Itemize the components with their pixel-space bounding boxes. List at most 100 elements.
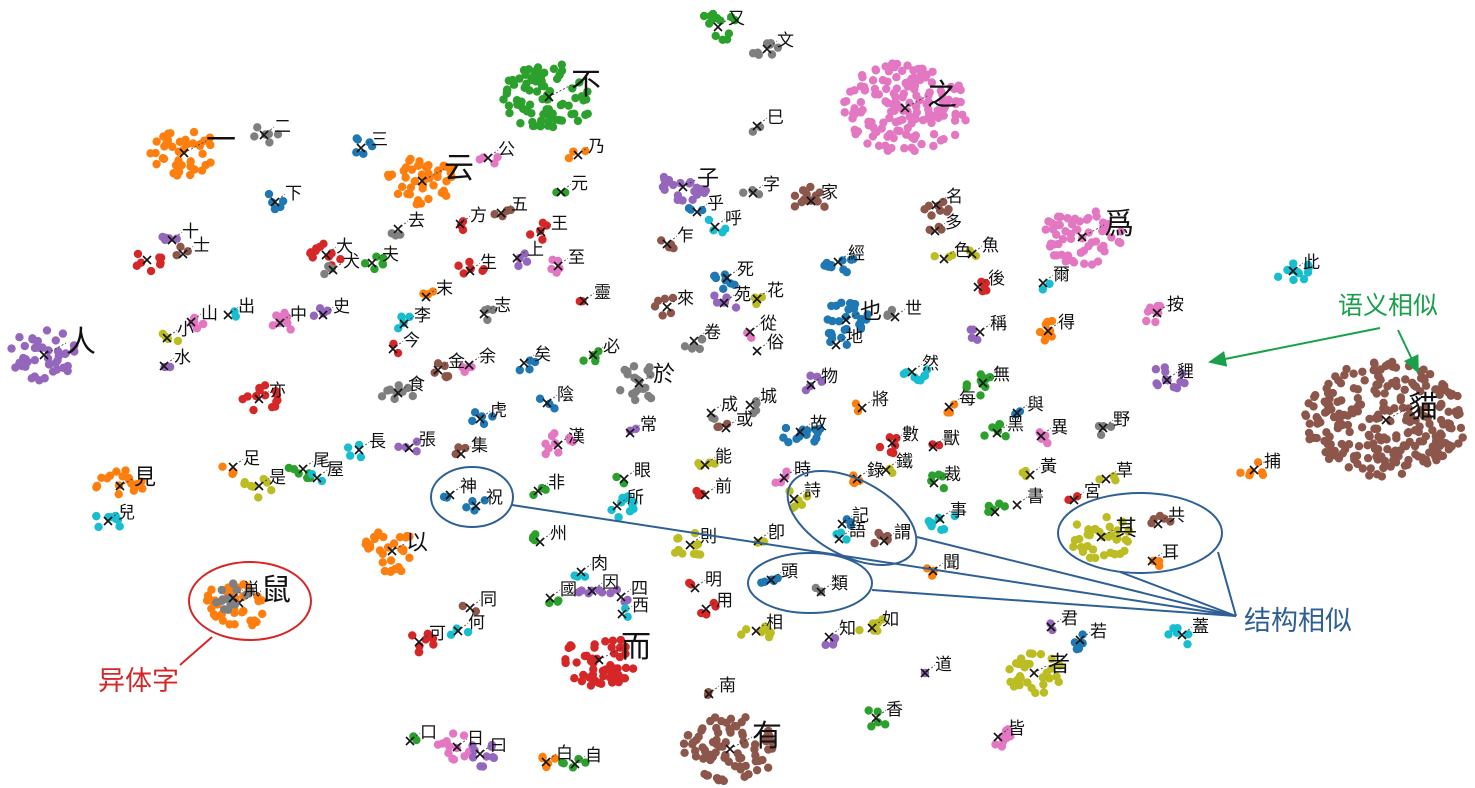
data-point xyxy=(445,742,454,751)
semantic-arrow-to-li xyxy=(1208,327,1381,367)
data-point xyxy=(459,731,469,740)
data-point xyxy=(834,317,844,326)
data-point xyxy=(874,141,884,150)
cluster-此 xyxy=(1273,259,1314,285)
data-point xyxy=(1400,385,1409,394)
cluster-文 xyxy=(748,38,783,59)
point-label: 道 xyxy=(935,655,952,675)
data-point xyxy=(504,76,514,85)
point-label: 白 xyxy=(556,744,573,764)
data-point xyxy=(751,757,761,766)
point-label: 士 xyxy=(193,236,210,256)
data-point xyxy=(607,505,616,515)
data-point xyxy=(1112,535,1121,544)
point-label: 乎 xyxy=(707,194,724,214)
data-point xyxy=(1118,517,1127,526)
data-point xyxy=(575,78,584,87)
data-point xyxy=(525,230,535,239)
cluster-之 xyxy=(840,59,970,156)
structural-pointer-line xyxy=(1217,551,1237,617)
data-point xyxy=(394,324,403,333)
point-label: 非 xyxy=(548,473,565,493)
data-point xyxy=(658,311,667,320)
data-point xyxy=(1045,279,1054,289)
point-label: 世 xyxy=(905,299,922,319)
data-point xyxy=(991,740,1000,749)
data-point xyxy=(1289,275,1298,285)
data-point xyxy=(813,428,822,437)
data-point xyxy=(608,636,618,645)
data-point xyxy=(387,566,396,576)
data-point xyxy=(899,369,909,379)
data-point xyxy=(516,101,526,111)
data-point xyxy=(1305,419,1314,428)
data-point xyxy=(240,479,249,489)
data-point xyxy=(1343,420,1353,430)
label-connector xyxy=(43,342,67,356)
cluster-又 xyxy=(699,9,740,44)
cluster-鼡 xyxy=(212,579,255,614)
data-point xyxy=(1015,680,1024,690)
data-point xyxy=(270,204,280,214)
label-connector xyxy=(904,95,928,109)
cluster-呼 xyxy=(704,215,730,237)
data-point xyxy=(158,232,167,242)
cluster-鐵 xyxy=(881,464,897,478)
data-point xyxy=(829,636,839,645)
data-point xyxy=(230,620,239,629)
data-point xyxy=(643,366,652,375)
data-point xyxy=(502,89,512,98)
data-point xyxy=(538,235,547,244)
point-label: 將 xyxy=(872,390,889,410)
data-point xyxy=(278,196,288,206)
data-point xyxy=(315,304,325,313)
data-point xyxy=(488,412,497,421)
data-point xyxy=(612,472,621,482)
label-connector xyxy=(548,84,572,98)
data-point xyxy=(730,721,739,731)
point-label: 或 xyxy=(736,410,753,430)
data-point xyxy=(1391,376,1401,386)
data-point xyxy=(561,658,570,668)
data-point xyxy=(897,66,907,76)
point-label: 下 xyxy=(285,184,302,204)
data-point xyxy=(1312,433,1321,443)
data-point xyxy=(968,325,978,334)
data-point xyxy=(437,188,447,198)
point-label: 如 xyxy=(882,610,899,630)
point-label: 於 xyxy=(653,363,675,388)
data-point xyxy=(711,748,720,757)
cluster-於 xyxy=(616,362,656,405)
data-point xyxy=(702,771,712,780)
data-point xyxy=(748,127,758,136)
data-point xyxy=(856,82,866,91)
point-label: 去 xyxy=(408,211,425,231)
data-point xyxy=(420,175,430,184)
data-point xyxy=(927,211,936,220)
data-point xyxy=(1336,379,1346,388)
data-point xyxy=(594,585,604,595)
data-point xyxy=(1355,400,1364,409)
data-point xyxy=(1043,438,1052,448)
data-point xyxy=(1383,444,1392,454)
point-label: 巳 xyxy=(767,108,784,128)
data-point xyxy=(850,299,860,309)
point-label: 數 xyxy=(902,425,919,445)
point-label: 香 xyxy=(886,700,903,720)
data-point xyxy=(738,731,747,740)
data-point xyxy=(938,90,947,99)
data-point xyxy=(917,139,926,149)
data-point xyxy=(1401,375,1410,384)
data-point xyxy=(876,531,885,540)
cluster-相 xyxy=(736,622,775,642)
data-point xyxy=(315,242,325,251)
data-point xyxy=(1342,364,1351,374)
structural-label: 结构相似 xyxy=(1244,606,1352,637)
data-point xyxy=(597,679,606,688)
label-connector xyxy=(704,486,716,496)
data-point xyxy=(717,716,726,726)
label-connector xyxy=(302,460,314,470)
data-point xyxy=(717,775,727,784)
data-point xyxy=(228,469,237,479)
data-point xyxy=(1344,463,1353,472)
